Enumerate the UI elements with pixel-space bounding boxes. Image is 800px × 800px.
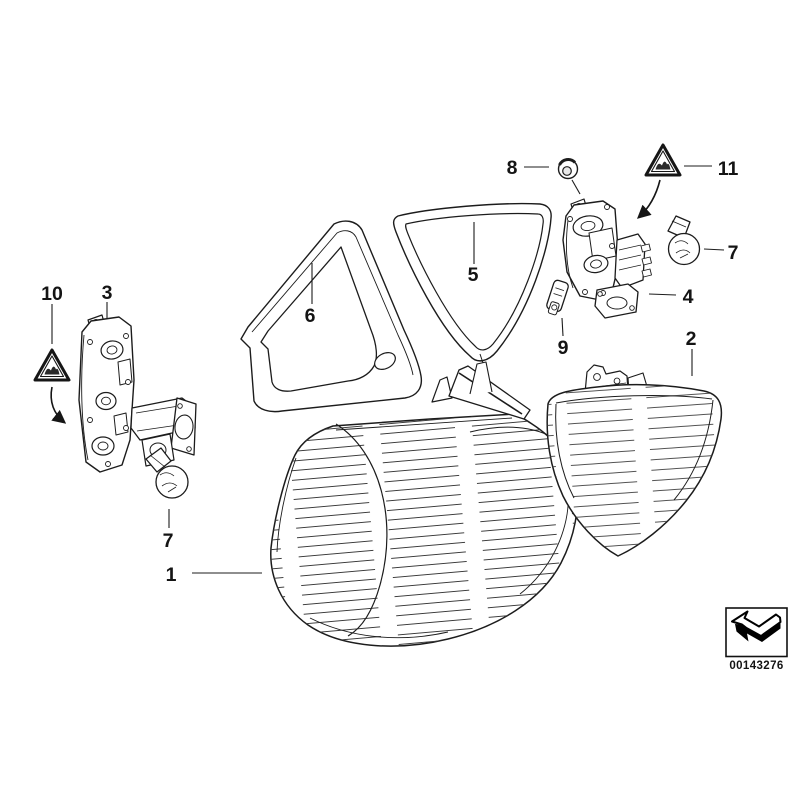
callout-label-7-left: 7 xyxy=(163,530,174,552)
part-2-tail-lamp-inner xyxy=(546,383,723,557)
curved-arrow-11 xyxy=(636,179,661,219)
curved-arrow-10 xyxy=(50,386,67,424)
callout-label-11: 11 xyxy=(718,158,739,180)
leader-line-7-right xyxy=(703,248,725,251)
lamp-fin-small xyxy=(431,376,453,403)
callout-label-7-right: 7 xyxy=(728,242,739,264)
part-7-bulb-right xyxy=(667,215,701,266)
part-number-text: 00143276 xyxy=(729,660,783,672)
part-7-bulb-left xyxy=(145,447,189,499)
part-1-tail-lamp-outer xyxy=(270,361,579,647)
callout-label-8: 8 xyxy=(507,157,518,179)
part-9-bulb xyxy=(546,279,569,316)
leader-line-9 xyxy=(561,317,564,337)
etk-arrow-icon xyxy=(731,610,782,642)
callout-label-9: 9 xyxy=(558,337,569,359)
part-6-gasket xyxy=(240,220,423,413)
callout-label-6: 6 xyxy=(305,305,316,327)
callout-label-5: 5 xyxy=(468,264,479,286)
callout-label-2: 2 xyxy=(686,328,697,350)
stamp: 00143276 xyxy=(725,607,788,672)
leader-line-4 xyxy=(648,293,677,296)
callout-label-4: 4 xyxy=(683,286,694,308)
callout-labels: 1 2 3 4 5 6 7 7 8 9 10 11 xyxy=(41,157,738,586)
part-5-seal-ring xyxy=(392,202,552,364)
callout-label-10: 10 xyxy=(41,283,63,305)
leader-line-8b xyxy=(571,179,581,195)
part-4-bulb-carrier xyxy=(562,198,652,319)
part-8-grommet xyxy=(557,158,579,180)
callout-label-1: 1 xyxy=(166,564,177,586)
callout-label-3: 3 xyxy=(102,282,113,304)
leader-lines xyxy=(51,165,725,574)
